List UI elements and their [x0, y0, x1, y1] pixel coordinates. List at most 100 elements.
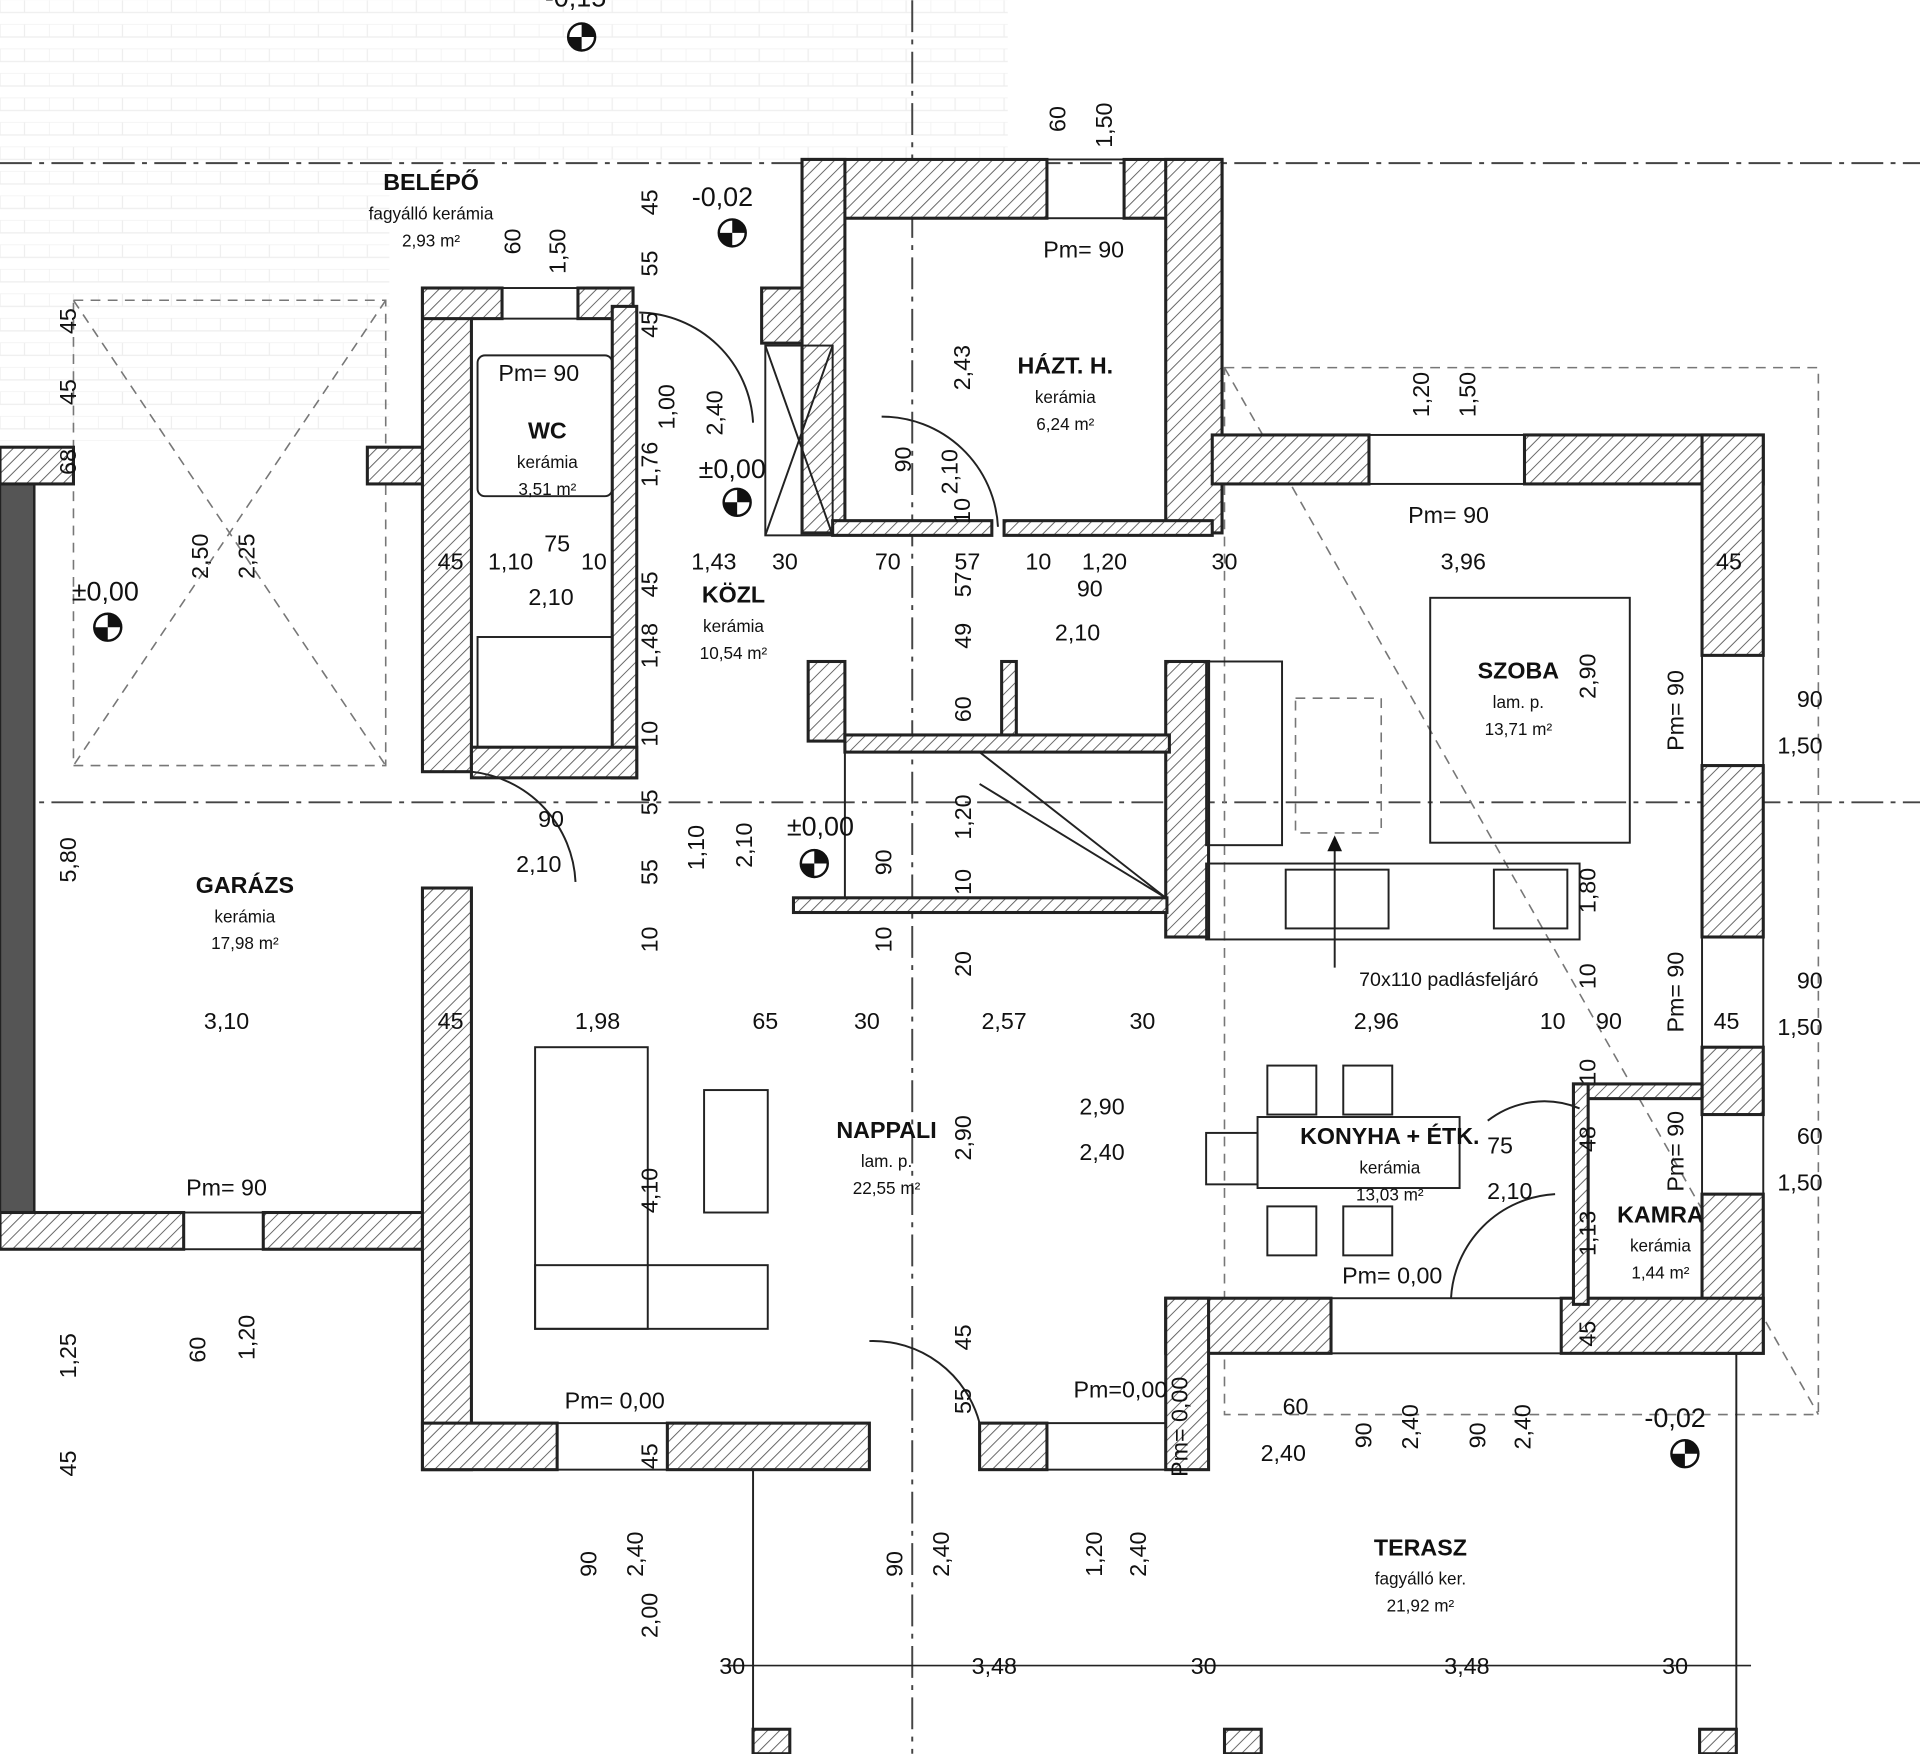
dimension-label: 1,50: [1777, 1014, 1822, 1040]
room-name: BELÉPŐ: [383, 168, 479, 195]
dimension-label: 30: [1130, 1008, 1156, 1034]
dimension-label: 1,20: [1081, 1531, 1107, 1576]
room-name: KÖZL: [702, 582, 765, 608]
dimension-label: 60: [499, 228, 525, 254]
room-name: HÁZT. H.: [1018, 352, 1114, 379]
dimension-label: 2,90: [1079, 1094, 1124, 1120]
level-label: ±0,00: [787, 811, 854, 841]
dimension-label: 1,76: [637, 442, 663, 487]
room-name: KONYHA + ÉTK.: [1300, 1122, 1479, 1149]
dimension-label: 2,43: [949, 345, 975, 390]
dimension-label: 1,20: [950, 794, 976, 839]
dimension-label: 10: [1540, 1008, 1566, 1034]
dimension-label: 5,80: [55, 837, 81, 882]
dimension-label: 2,10: [516, 851, 561, 877]
dimension-label: 2,96: [1354, 1008, 1399, 1034]
dimension-label: 45: [438, 1008, 464, 1034]
dimension-label: 68: [55, 449, 81, 475]
dimension-label: 3,96: [1441, 549, 1486, 575]
dimension-label: 55: [637, 251, 663, 277]
dimension-label: 2,90: [1575, 653, 1601, 698]
dimension-label: 2,40: [1397, 1404, 1423, 1449]
dimension-label: 30: [1662, 1653, 1688, 1679]
dimension-label: 45: [1575, 1321, 1601, 1347]
dimension-label: 90: [1464, 1422, 1490, 1448]
level-symbol-icon: [722, 487, 752, 517]
dimension-label: 2,10: [731, 822, 757, 867]
room-area: 13,03 m²: [1356, 1184, 1424, 1204]
dimension-label: 45: [1714, 1008, 1740, 1034]
room-area: 6,24 m²: [1036, 414, 1094, 434]
dimension-label: 90: [1596, 1008, 1622, 1034]
room-floor: fagyálló kerámia: [369, 203, 494, 223]
dimension-label: 30: [719, 1653, 745, 1679]
dimension-label: 70: [875, 549, 901, 575]
parapet-label: Pm= 0,00: [1342, 1263, 1442, 1289]
dimension-label: 2,10: [1055, 620, 1100, 646]
doors: [471, 311, 1580, 1424]
dimension-label: 10: [870, 926, 896, 952]
dimension-label: 1,48: [637, 623, 663, 668]
room-name: TERASZ: [1374, 1534, 1467, 1560]
level-label: -0,02: [1644, 1403, 1705, 1433]
dimension-label: 49: [950, 623, 976, 649]
dimension-label: 3,10: [204, 1008, 249, 1034]
room-name: NAPPALI: [836, 1117, 936, 1143]
level-label: ±0,00: [699, 454, 766, 484]
room-area: 13,71 m²: [1485, 719, 1553, 739]
dimension-label: 1,20: [1082, 549, 1127, 575]
room-area: 21,92 m²: [1387, 1596, 1455, 1616]
dimension-label: 45: [55, 308, 81, 334]
room-name: KAMRA: [1617, 1201, 1704, 1227]
terrace-columns: [722, 1353, 1752, 1754]
dimension-label: 60: [185, 1337, 211, 1363]
dimension-label: 30: [772, 549, 798, 575]
dimension-label: 1,25: [55, 1333, 81, 1378]
dimension-label: 1,50: [1455, 372, 1481, 417]
dimension-label: 90: [538, 806, 564, 832]
dimension-label: 20: [950, 951, 976, 977]
room-name: WC: [528, 418, 567, 444]
dimension-label: 1,50: [1777, 1169, 1822, 1195]
parapet-label: Pm= 90: [498, 360, 579, 386]
dimension-label: 2,40: [1079, 1139, 1124, 1165]
dimension-label: 1,43: [691, 549, 736, 575]
dimension-label: 2,10: [937, 449, 963, 494]
dimension-label: 10: [637, 721, 663, 747]
room-area: 17,98 m²: [211, 933, 279, 953]
dimension-label: 2,00: [637, 1593, 663, 1638]
dimension-label: 60: [1044, 106, 1070, 132]
dimension-label: 3,48: [1444, 1653, 1489, 1679]
room-name: SZOBA: [1478, 658, 1560, 684]
dimension-label: 30: [854, 1008, 880, 1034]
room-area: 22,55 m²: [853, 1178, 921, 1198]
dimension-label: 30: [1212, 549, 1238, 575]
dimension-label: 2,10: [1487, 1178, 1532, 1204]
dimension-label: 1,80: [1575, 868, 1601, 913]
dimension-label: 60: [1797, 1123, 1823, 1149]
dimension-label: 10: [637, 926, 663, 952]
parapet-label: Pm= 0,00: [1167, 1377, 1193, 1477]
level-markers: [93, 22, 1700, 1469]
dimension-label: 10: [950, 869, 976, 895]
dimension-label: 2,40: [701, 390, 727, 435]
dimension-label: 1,20: [234, 1315, 260, 1360]
dimension-label: 57: [954, 549, 980, 575]
furniture: [476, 344, 1631, 1330]
level-symbol-icon: [717, 218, 747, 248]
dimension-label: 90: [881, 1551, 907, 1577]
room-floor: lam. p.: [861, 1151, 912, 1171]
dimension-label: 45: [55, 1451, 81, 1477]
dimension-label: 1,10: [683, 825, 709, 870]
roof-area-left: [0, 0, 390, 442]
dimension-label: 2,40: [1125, 1531, 1151, 1576]
dimension-label: 10: [1575, 1059, 1601, 1085]
dimension-label: 10: [1575, 963, 1601, 989]
dimension-label: 60: [950, 696, 976, 722]
dimension-label: 10: [949, 498, 975, 524]
dimension-label: 45: [438, 549, 464, 575]
dimension-label: 90: [870, 849, 896, 875]
dimension-label: 1,13: [1575, 1211, 1601, 1256]
